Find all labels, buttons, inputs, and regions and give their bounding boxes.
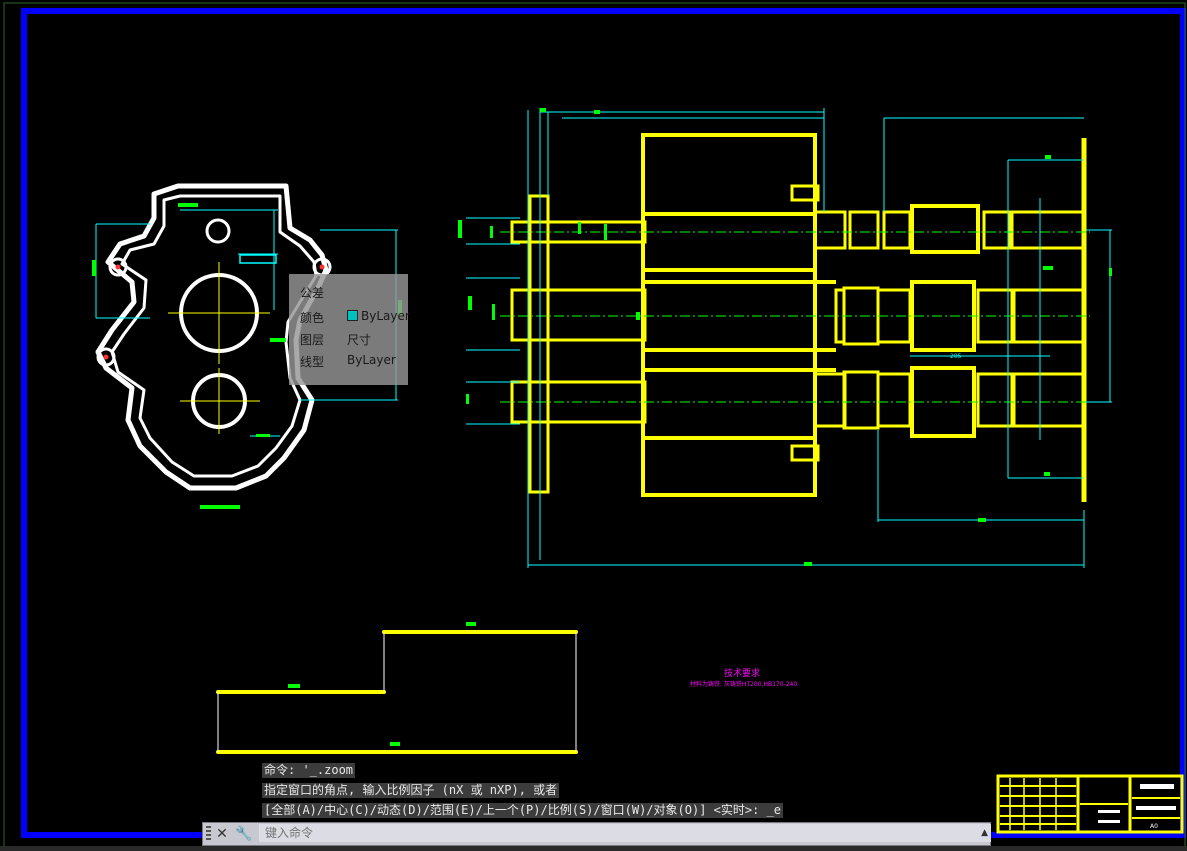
color-value: ByLayer bbox=[361, 309, 410, 323]
tooltip-value-layer: 尺寸 bbox=[347, 333, 372, 347]
command-history-line: 指定窗口的角点, 输入比例因子 (nX 或 nXP), 或者 bbox=[262, 783, 560, 798]
drag-grip-icon[interactable] bbox=[206, 826, 211, 842]
command-input[interactable] bbox=[259, 824, 991, 842]
shaft-profile-edges bbox=[217, 632, 577, 752]
property-tooltip: 公差 颜色 ByLayer 图层 尺寸 线型 ByLayer bbox=[289, 274, 410, 385]
history-scroll-up-icon[interactable]: ▲ bbox=[981, 828, 988, 838]
tooltip-value-linetype: ByLayer bbox=[347, 353, 396, 367]
tooltip-row-linetype: 线型 ByLayer bbox=[300, 353, 396, 370]
command-line-bar: ✕ 🔧 ▲ bbox=[202, 822, 991, 846]
tooltip-label-color: 颜色 bbox=[300, 311, 325, 325]
tooltip-row-layer: 图层 尺寸 bbox=[300, 331, 371, 348]
shaft-dimensions bbox=[466, 108, 1112, 568]
shaft-profile-view bbox=[216, 630, 578, 754]
housing-dimensions bbox=[95, 209, 398, 437]
tooltip-value-color: ByLayer bbox=[347, 309, 410, 323]
sheet-size-label: A0 bbox=[1150, 823, 1158, 830]
title-block bbox=[996, 774, 1184, 834]
tooltip-label-layer: 图层 bbox=[300, 333, 325, 347]
housing-centerlines bbox=[168, 262, 270, 434]
status-strip bbox=[0, 846, 1187, 851]
tech-req-line: 材料为铸铁: 灰铸铁HT200,HB170-240. bbox=[690, 680, 799, 688]
dim-label-205: 205 bbox=[950, 353, 962, 360]
shaft-assembly-view bbox=[510, 133, 1087, 502]
tech-req-title: 技术要求 bbox=[724, 667, 760, 679]
shaft-centerlines bbox=[500, 231, 1090, 403]
housing-bolt-marks bbox=[103, 264, 325, 360]
color-swatch-icon bbox=[347, 310, 358, 321]
close-icon[interactable]: ✕ bbox=[216, 826, 228, 842]
title-block-text bbox=[1098, 784, 1176, 823]
shaft-dim-text bbox=[458, 108, 1112, 566]
housing-grip-box bbox=[239, 254, 277, 264]
wrench-icon[interactable]: 🔧 bbox=[235, 826, 253, 842]
command-history-line: 命令: '_.zoom bbox=[262, 763, 356, 778]
tooltip-label-linetype: 线型 bbox=[300, 355, 325, 369]
tooltip-title: 公差 bbox=[300, 286, 325, 300]
command-history-line: [全部(A)/中心(C)/动态(D)/范围(E)/上一个(P)/比例(S)/窗口… bbox=[262, 803, 783, 818]
shaft-profile-labels bbox=[288, 622, 476, 746]
tooltip-row-color: 颜色 ByLayer bbox=[300, 309, 410, 326]
